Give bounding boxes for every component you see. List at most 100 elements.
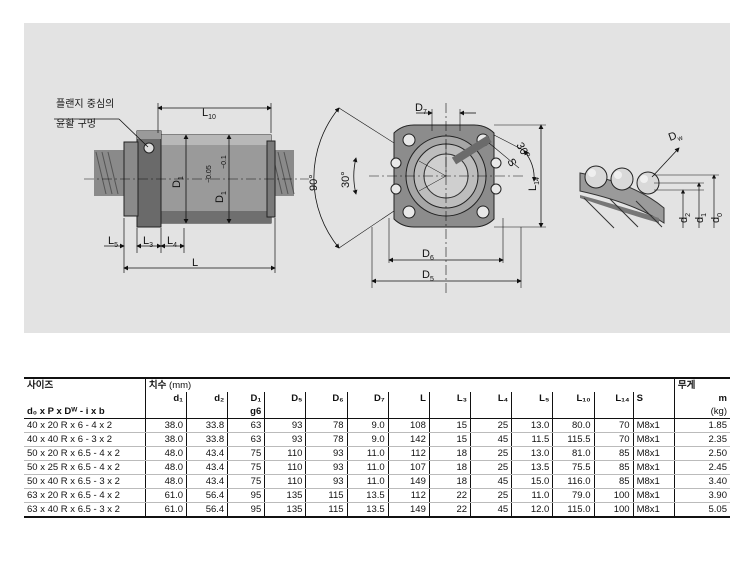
col-m: m bbox=[673, 392, 730, 405]
table-cell: 13.5 bbox=[511, 460, 553, 475]
weight-unit: (kg) bbox=[673, 405, 730, 419]
d1-tolerance: g6 bbox=[227, 405, 265, 419]
label-L14: L14 bbox=[527, 177, 541, 191]
label-L: L bbox=[192, 257, 198, 269]
table-cell: 3.40 bbox=[673, 474, 730, 489]
label-L4: L4 bbox=[167, 235, 177, 249]
table-cell: 142 bbox=[387, 432, 430, 447]
table-cell: 25 bbox=[470, 460, 512, 475]
col-size-header: 사이즈 bbox=[24, 377, 146, 392]
table-cell: 149 bbox=[387, 502, 430, 518]
table-cell: 61.0 bbox=[144, 488, 187, 503]
lube-note-line1: 플랜지 중심의 bbox=[56, 98, 114, 110]
table-cell: M8x1 bbox=[632, 446, 675, 461]
table-cell: 78 bbox=[305, 432, 348, 447]
table-cell: 93 bbox=[305, 474, 348, 489]
table-cell: 22 bbox=[428, 502, 471, 518]
col-S: S bbox=[632, 392, 675, 405]
table-cell: 11.0 bbox=[346, 474, 389, 489]
table-cell: 15 bbox=[428, 432, 471, 447]
col-D5: D₅ bbox=[264, 392, 306, 405]
table-cell: 18 bbox=[428, 460, 471, 475]
table-cell: 79.0 bbox=[552, 488, 594, 503]
table-cell: 115.5 bbox=[552, 432, 594, 447]
col-D6: D₆ bbox=[305, 392, 348, 405]
table-cell: 33.8 bbox=[186, 418, 228, 433]
table-cell: 2.50 bbox=[673, 446, 730, 461]
size-cell: 40 x 20 R x 6 - 4 x 2 bbox=[24, 418, 146, 433]
table-cell: 13.5 bbox=[346, 502, 389, 518]
label-d2: d2 bbox=[678, 213, 692, 223]
label-Dw: Dw bbox=[667, 128, 685, 146]
table-cell: 43.4 bbox=[186, 474, 228, 489]
table-cell: 1.85 bbox=[673, 418, 730, 433]
table-cell: 75.5 bbox=[552, 460, 594, 475]
table-cell: 107 bbox=[387, 460, 430, 475]
table-cell: 22 bbox=[428, 488, 471, 503]
table-cell: 13.0 bbox=[511, 418, 553, 433]
table-cell: 18 bbox=[428, 474, 471, 489]
table-cell: 115 bbox=[305, 502, 348, 518]
table-cell: 13.5 bbox=[346, 488, 389, 503]
table-cell: M8x1 bbox=[632, 488, 675, 503]
lube-note-line2: 윤활 구멍 bbox=[56, 117, 96, 130]
table-cell: 108 bbox=[387, 418, 430, 433]
table-cell: 25 bbox=[470, 418, 512, 433]
label-D5: D5 bbox=[422, 269, 434, 283]
table-cell: 61.0 bbox=[144, 502, 187, 518]
table-cell: 110 bbox=[264, 474, 306, 489]
size-cell: 50 x 25 R x 6.5 - 4 x 2 bbox=[24, 460, 146, 475]
header-row-2: d₁ d₂ D₁ D₅ D₆ D₇ L L₃ L₄ L₅ L₁₀ L₁₄ S m bbox=[24, 392, 730, 405]
table-cell: 85 bbox=[593, 446, 634, 461]
label-D1-tol: D1 bbox=[214, 191, 228, 203]
table-cell: M8x1 bbox=[632, 474, 675, 489]
size-cell: 50 x 20 R x 6.5 - 4 x 2 bbox=[24, 446, 146, 461]
label-L3: L3 bbox=[143, 235, 153, 249]
table-cell: 12.0 bbox=[511, 502, 553, 518]
table-cell: 75 bbox=[227, 460, 265, 475]
table-cell: 33.8 bbox=[186, 432, 228, 447]
table-cell: 75 bbox=[227, 474, 265, 489]
label-L5: L5 bbox=[108, 235, 118, 249]
size-cell: 63 x 40 R x 6.5 - 3 x 2 bbox=[24, 502, 146, 518]
col-L14: L₁₄ bbox=[593, 392, 634, 405]
table-cell: 43.4 bbox=[186, 446, 228, 461]
table-cell: 63 bbox=[227, 432, 265, 447]
header-row-1: 사이즈 치수 (mm) 무게 bbox=[24, 377, 730, 392]
table-cell: 135 bbox=[264, 488, 306, 503]
table-cell: 2.45 bbox=[673, 460, 730, 475]
size-format: d₀ x P x Dᵂ - i x b bbox=[27, 406, 105, 417]
table-cell: 85 bbox=[593, 460, 634, 475]
table-cell: 110 bbox=[264, 446, 306, 461]
table-cell: 2.35 bbox=[673, 432, 730, 447]
table-cell: 93 bbox=[305, 460, 348, 475]
table-cell: 100 bbox=[593, 488, 634, 503]
table-cell: 45 bbox=[470, 432, 512, 447]
drawing-svg: 플랜지 중심의 윤활 구멍 L10 D1 D1 −0.05 −0.1 L5 L3… bbox=[54, 98, 724, 293]
table-cell: 48.0 bbox=[144, 474, 187, 489]
table-cell: M8x1 bbox=[632, 460, 675, 475]
table-cell: 149 bbox=[387, 474, 430, 489]
side-view bbox=[54, 103, 309, 273]
table-cell: 48.0 bbox=[144, 460, 187, 475]
col-dims-header: 치수 (mm) bbox=[144, 377, 675, 392]
table-cell: 18 bbox=[428, 446, 471, 461]
technical-drawing: 플랜지 중심의 윤활 구멍 L10 D1 D1 −0.05 −0.1 L5 L3… bbox=[24, 23, 730, 333]
col-L4: L₄ bbox=[470, 392, 512, 405]
table-cell: 15.0 bbox=[511, 474, 553, 489]
col-L: L bbox=[387, 392, 430, 405]
table-cell: 81.0 bbox=[552, 446, 594, 461]
table-cell: 56.4 bbox=[186, 502, 228, 518]
table-cell: 13.0 bbox=[511, 446, 553, 461]
table-cell: 112 bbox=[387, 488, 430, 503]
table-cell: 115.0 bbox=[552, 502, 594, 518]
col-L3: L₃ bbox=[428, 392, 471, 405]
tolerance-lower: −0.1 bbox=[221, 155, 228, 169]
table-cell: 95 bbox=[227, 488, 265, 503]
table-cell: 5.05 bbox=[673, 502, 730, 518]
